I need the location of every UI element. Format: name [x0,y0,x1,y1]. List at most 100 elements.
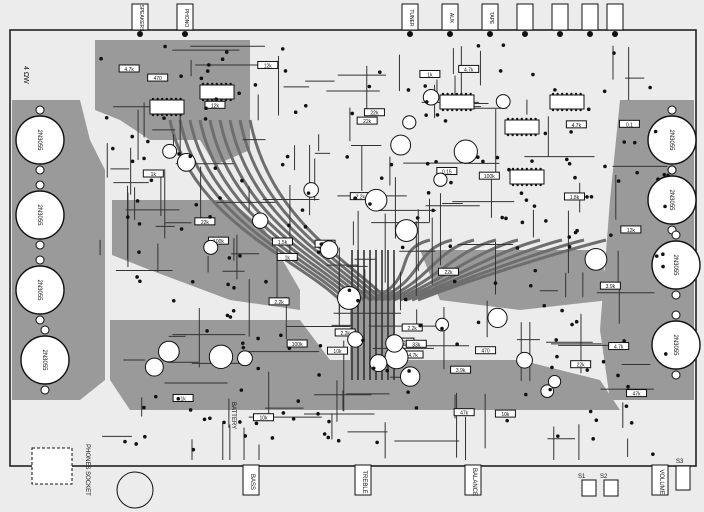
capacitor [347,331,364,348]
ic-pin [525,117,528,121]
solder-pad [270,436,275,440]
solder-pad [476,320,481,325]
ic-pin [206,82,209,86]
ic-pin [561,92,564,96]
capacitor [176,152,196,172]
solder-pad [345,155,350,159]
resistor [276,252,298,261]
solder-pad [476,44,481,48]
capacitor [433,172,448,187]
solder-pad [519,191,524,196]
solder-pad [407,369,411,373]
ic-pin [565,108,568,112]
mount-hole [35,315,45,325]
ic-pin [156,113,159,117]
solder-pad [651,452,655,456]
solder-pad [326,435,331,440]
solder-pad [375,440,379,445]
solder-pad [434,159,438,164]
solder-pad [586,107,591,112]
resistor [419,69,441,78]
solder-pad [322,432,327,436]
ic-chip [504,119,540,135]
solder-pad [609,233,613,237]
solder-pad [303,225,308,229]
resistor [453,408,475,417]
component-value: 22k [577,363,586,369]
solder-pad [356,298,360,303]
solder-pad [544,219,548,223]
solder-pad [449,180,453,185]
ic-pin [525,167,528,171]
ic-pin [455,92,458,96]
jack-pin [182,31,188,37]
jack-pin [557,31,563,37]
solder-pad [239,388,244,392]
component-value: 100k [484,174,495,180]
component-value: 470 [481,349,490,355]
solder-pad [601,359,606,364]
solder-pad [612,51,616,55]
ic-pin [506,117,510,121]
solder-pad [455,342,459,346]
ic-pin [446,92,449,96]
ic-pin [574,108,578,112]
solder-pad [350,111,355,116]
resistor [257,60,279,69]
resistor [147,73,169,82]
solder-pad [528,283,533,288]
resistor [599,281,621,290]
mount-hole [35,105,45,115]
phones-socket: PHONES SOCKET [31,444,154,509]
solder-pad [204,106,208,111]
solder-pad [199,76,204,81]
jack-pin [447,31,453,37]
capacitor [584,247,608,271]
capacitor [208,344,234,370]
solder-pad [279,333,283,338]
resistor [626,389,648,398]
ic-pin [179,113,182,117]
resistor [620,225,642,234]
ic-pin [229,98,232,102]
ic-pin [161,97,164,101]
solder-pad [293,110,298,115]
ic-pin [570,92,573,96]
solder-pad [135,199,140,203]
solder-pad [130,159,135,164]
resistor [618,119,640,128]
solder-pad [664,352,668,356]
solder-pad [203,117,208,121]
component-value: 1k [180,396,186,402]
transistor-case [647,115,697,165]
resistor [268,297,290,306]
connector-jack [516,3,534,31]
solder-pad [296,399,301,403]
transistor-label: 2N3055 [41,349,47,371]
transistor-label: 2N3055 [672,254,678,276]
ic-pin [446,108,449,112]
solder-pad [567,244,572,249]
solder-pad [224,50,229,54]
solder-pad [452,279,457,284]
solder-pad [501,43,506,48]
solder-pad [137,250,141,254]
solder-pad [666,173,670,178]
ic-pin [469,108,472,112]
capacitor [337,285,361,310]
ic-pin [539,167,542,171]
fan-trace [198,119,360,302]
ic-pin [530,183,533,187]
ic-pin [220,82,223,86]
solder-pad [533,268,538,273]
fan-trace [405,238,563,302]
transistor-case [20,335,70,385]
solder-pad [548,387,552,392]
capacitor [158,340,180,363]
resistor [405,339,427,348]
capacitor [303,182,319,198]
ic-pin [511,167,515,171]
solder-pad [406,88,411,92]
solder-pad [142,405,146,410]
